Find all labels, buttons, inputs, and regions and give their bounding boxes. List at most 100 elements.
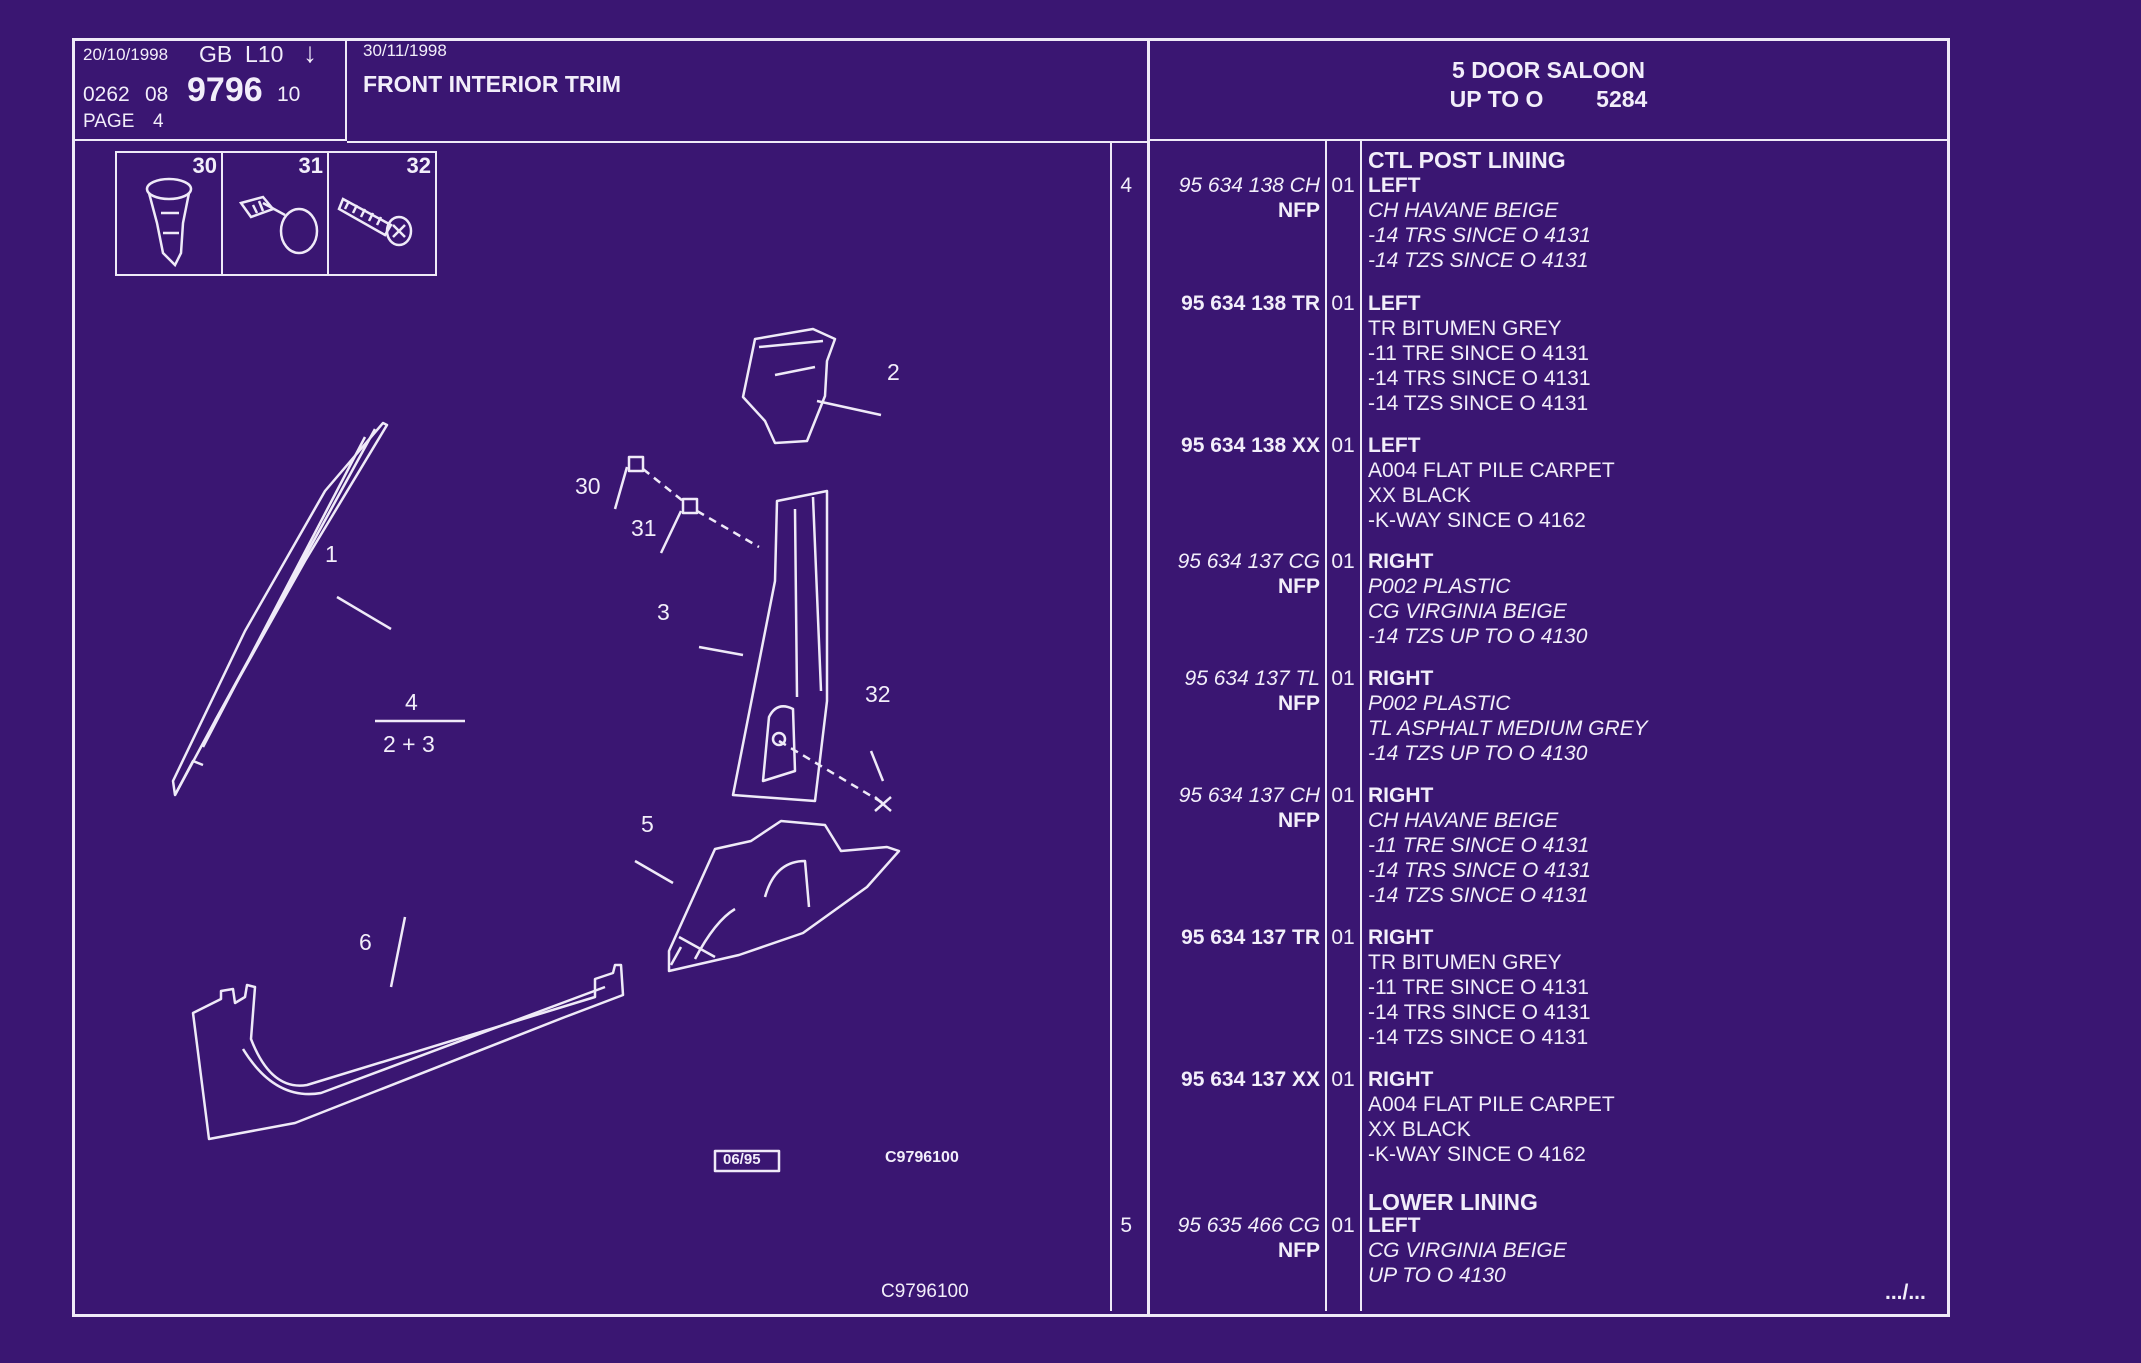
desc-line: -14 TRS SINCE O 4131 — [1368, 859, 1591, 882]
callout-2: 2 — [887, 359, 900, 385]
thumbnail-30: 30 — [117, 153, 223, 274]
exploded-diagram — [171, 327, 901, 1173]
fastener-thumbnails: 30 31 32 — [115, 151, 437, 276]
nfp-flag: NFP — [1278, 1239, 1320, 1262]
desc-line: -14 TZS SINCE O 4131 — [1368, 249, 1589, 272]
header-title-block: 30/11/1998 FRONT INTERIOR TRIM — [347, 41, 1147, 141]
desc-line: -14 TRS SINCE O 4131 — [1368, 224, 1591, 247]
part-description: LEFT CG VIRGINIA BEIGE UP TO O 4130 — [1368, 1213, 1567, 1288]
section-title-ctl-post: CTL POST LINING — [1368, 147, 1566, 173]
part-number: 95 634 137 TL — [1184, 667, 1320, 690]
part-side: RIGHT — [1368, 667, 1434, 690]
callout-32: 32 — [865, 681, 891, 707]
part-number: 95 634 137 CH — [1178, 784, 1320, 807]
list-divider-desc — [1360, 141, 1362, 1311]
part-description: RIGHT P002 PLASTIC TL ASPHALT MEDIUM GRE… — [1368, 666, 1648, 766]
part-qty: 01 — [1331, 926, 1355, 949]
nfp-flag: NFP — [1278, 809, 1320, 832]
nfp-flag: NFP — [1278, 692, 1320, 715]
callout-3: 3 — [657, 599, 670, 625]
list-divider-ref — [1110, 141, 1112, 1311]
part-qty: 01 — [1331, 550, 1355, 573]
page-title: FRONT INTERIOR TRIM — [363, 71, 622, 97]
part-number: 95 634 137 XX — [1181, 1068, 1320, 1091]
thumbnail-number: 31 — [298, 153, 323, 178]
desc-line: CG VIRGINIA BEIGE — [1368, 1239, 1567, 1262]
desc-line: XX BLACK — [1368, 1118, 1471, 1141]
down-arrow-icon: ↓ — [303, 37, 317, 68]
part-description: RIGHT CH HAVANE BEIGE -11 TRE SINCE O 41… — [1368, 783, 1591, 908]
desc-line: -11 TRE SINCE O 4131 — [1368, 834, 1590, 857]
desc-line: TR BITUMEN GREY — [1368, 317, 1562, 340]
part-side: RIGHT — [1368, 926, 1434, 949]
list-divider-qty — [1325, 141, 1327, 1311]
desc-line: -14 TZS SINCE O 4131 — [1368, 884, 1589, 907]
part-side: LEFT — [1368, 434, 1421, 457]
desc-line: -K-WAY SINCE O 4162 — [1368, 1143, 1586, 1166]
part-qty: 01 — [1331, 667, 1355, 690]
part-description: RIGHT TR BITUMEN GREY -11 TRE SINCE O 41… — [1368, 925, 1591, 1050]
part-description: LEFT CH HAVANE BEIGE -14 TRS SINCE O 413… — [1368, 173, 1591, 273]
desc-line: CG VIRGINIA BEIGE — [1368, 600, 1567, 623]
ref-main-number: 9796 — [187, 71, 263, 109]
desc-line: A004 FLAT PILE CARPET — [1368, 1093, 1615, 1116]
drawing-code: C9796100 — [885, 1149, 959, 1166]
part-2-shape — [741, 327, 837, 445]
part-number: 95 634 138 XX — [1181, 434, 1320, 457]
desc-line: -14 TZS SINCE O 4131 — [1368, 1026, 1589, 1049]
callout-1: 1 — [325, 541, 338, 567]
issue-date: 20/10/1998 — [83, 45, 169, 64]
language-code: L10 — [245, 41, 284, 67]
part-side: LEFT — [1368, 292, 1421, 315]
desc-line: CH HAVANE BEIGE — [1368, 199, 1559, 222]
part-qty: 01 — [1331, 434, 1355, 457]
callout-31: 31 — [631, 515, 657, 541]
desc-line: -14 TZS SINCE O 4131 — [1368, 392, 1589, 415]
page-label: PAGE — [83, 111, 135, 132]
thumbnail-number: 30 — [192, 153, 217, 178]
model-line-2-number: 5284 — [1596, 86, 1648, 112]
stud-icon — [238, 195, 319, 255]
desc-line: CH HAVANE BEIGE — [1368, 809, 1559, 832]
part-description: LEFT TR BITUMEN GREY -11 TRE SINCE O 413… — [1368, 291, 1591, 416]
desc-line: -14 TRS SINCE O 4131 — [1368, 367, 1591, 390]
part-side: RIGHT — [1368, 784, 1434, 807]
model-line-1: 5 DOOR SALOON — [1452, 57, 1645, 83]
desc-line: -14 TZS UP TO O 4130 — [1368, 742, 1588, 765]
callout-4-denominator: 2 + 3 — [383, 731, 435, 757]
part-number: 95 634 138 CH — [1178, 174, 1320, 197]
part-qty: 01 — [1331, 1214, 1355, 1237]
part-ref: 5 — [1120, 1214, 1132, 1237]
continued-marker: .../... — [1885, 1281, 1926, 1304]
part-side: RIGHT — [1368, 550, 1434, 573]
section-title-lower: LOWER LINING — [1368, 1189, 1538, 1215]
part-qty: 01 — [1331, 174, 1355, 197]
part-qty: 01 — [1331, 292, 1355, 315]
part-qty: 01 — [1331, 784, 1355, 807]
thumbnail-32: 32 — [329, 153, 435, 274]
thumbnail-31: 31 — [223, 153, 329, 274]
desc-line: -K-WAY SINCE O 4162 — [1368, 509, 1586, 532]
column-divider — [1147, 41, 1150, 1314]
screw-icon — [337, 197, 413, 247]
part-6-shape — [191, 963, 625, 1141]
desc-line: A004 FLAT PILE CARPET — [1368, 459, 1615, 482]
callout-6: 6 — [359, 929, 372, 955]
part-side: LEFT — [1368, 174, 1421, 197]
callout-30: 30 — [575, 473, 601, 499]
part-side: LEFT — [1368, 1214, 1421, 1237]
part-description: RIGHT A004 FLAT PILE CARPET XX BLACK -K-… — [1368, 1067, 1615, 1167]
ref-suffix: 10 — [277, 83, 301, 106]
revision-date: 30/11/1998 — [363, 41, 447, 60]
model-block: 5 DOOR SALOON UP TO O 5284 — [1150, 41, 1947, 141]
desc-line: XX BLACK — [1368, 484, 1471, 507]
desc-line: UP TO O 4130 — [1368, 1264, 1506, 1287]
clip-icon — [145, 177, 193, 268]
model-line-2: UP TO O 5284 — [1150, 86, 1947, 113]
country-code: GB — [199, 41, 233, 67]
model-line-2-prefix: UP TO O — [1449, 86, 1544, 112]
thumbnail-number: 32 — [406, 153, 431, 178]
parts-sheet: 20/10/1998 GB L10 ↓ 0262 08 9796 10 PAGE… — [72, 37, 1950, 1317]
ref-group: 08 — [145, 83, 169, 106]
part-ref: 4 — [1120, 174, 1132, 197]
